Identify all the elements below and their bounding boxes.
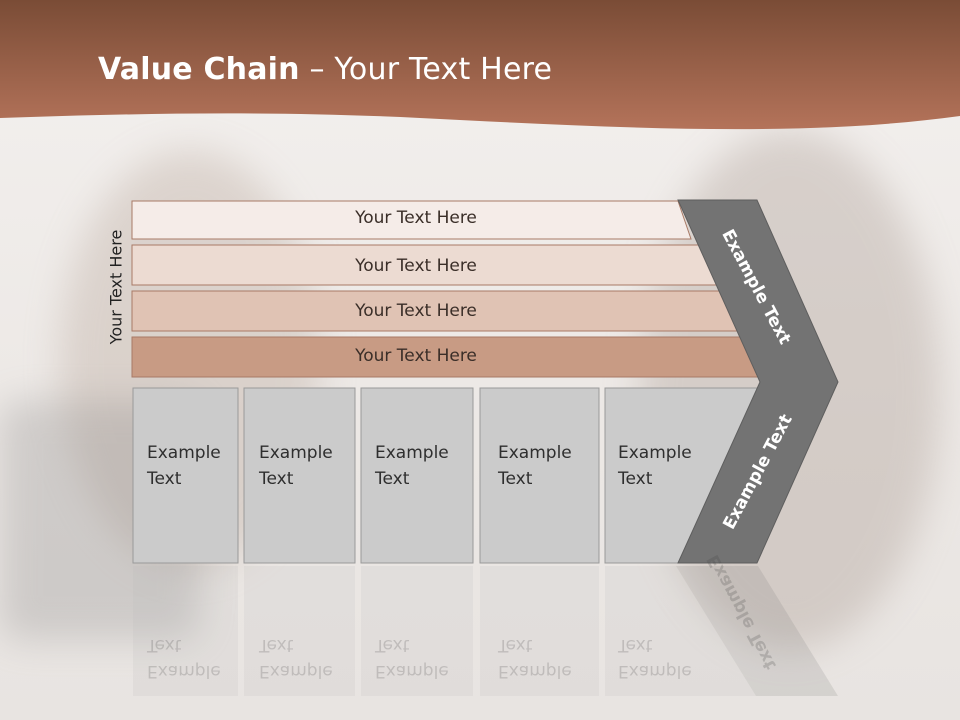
value-chevron[interactable] <box>677 199 839 564</box>
bar-label-3: Your Text Here <box>355 301 477 321</box>
bar-label-2: Your Text Here <box>355 256 477 276</box>
bar-label-1: Your Text Here <box>355 208 477 228</box>
bar-label-4: Your Text Here <box>355 346 477 366</box>
cell-1[interactable] <box>132 387 239 564</box>
cell-reflection-3: Example Text <box>375 635 449 681</box>
cell-4[interactable] <box>479 387 600 564</box>
cell-label-3: Example Text <box>375 443 449 489</box>
title-bold: Value Chain <box>98 52 300 87</box>
cell-reflection-1: Example Text <box>147 635 221 681</box>
cell-label-1: Example Text <box>147 443 221 489</box>
cell-label-2: Example Text <box>259 443 333 489</box>
header-band <box>0 0 960 130</box>
cell-label-4: Example Text <box>498 443 572 489</box>
side-label: Your Text Here <box>106 229 126 345</box>
cell-3[interactable] <box>360 387 474 564</box>
bar-1[interactable] <box>131 200 692 240</box>
title-rest: – Your Text Here <box>299 52 553 87</box>
cell-reflection-5: Example Text <box>618 635 692 681</box>
cell-2[interactable] <box>243 387 356 564</box>
cell-label-5: Example Text <box>618 443 692 489</box>
cell-reflection-2: Example Text <box>259 635 333 681</box>
cell-reflection-4: Example Text <box>498 635 572 681</box>
slide-title: Value Chain – Your Text Here <box>98 52 552 87</box>
